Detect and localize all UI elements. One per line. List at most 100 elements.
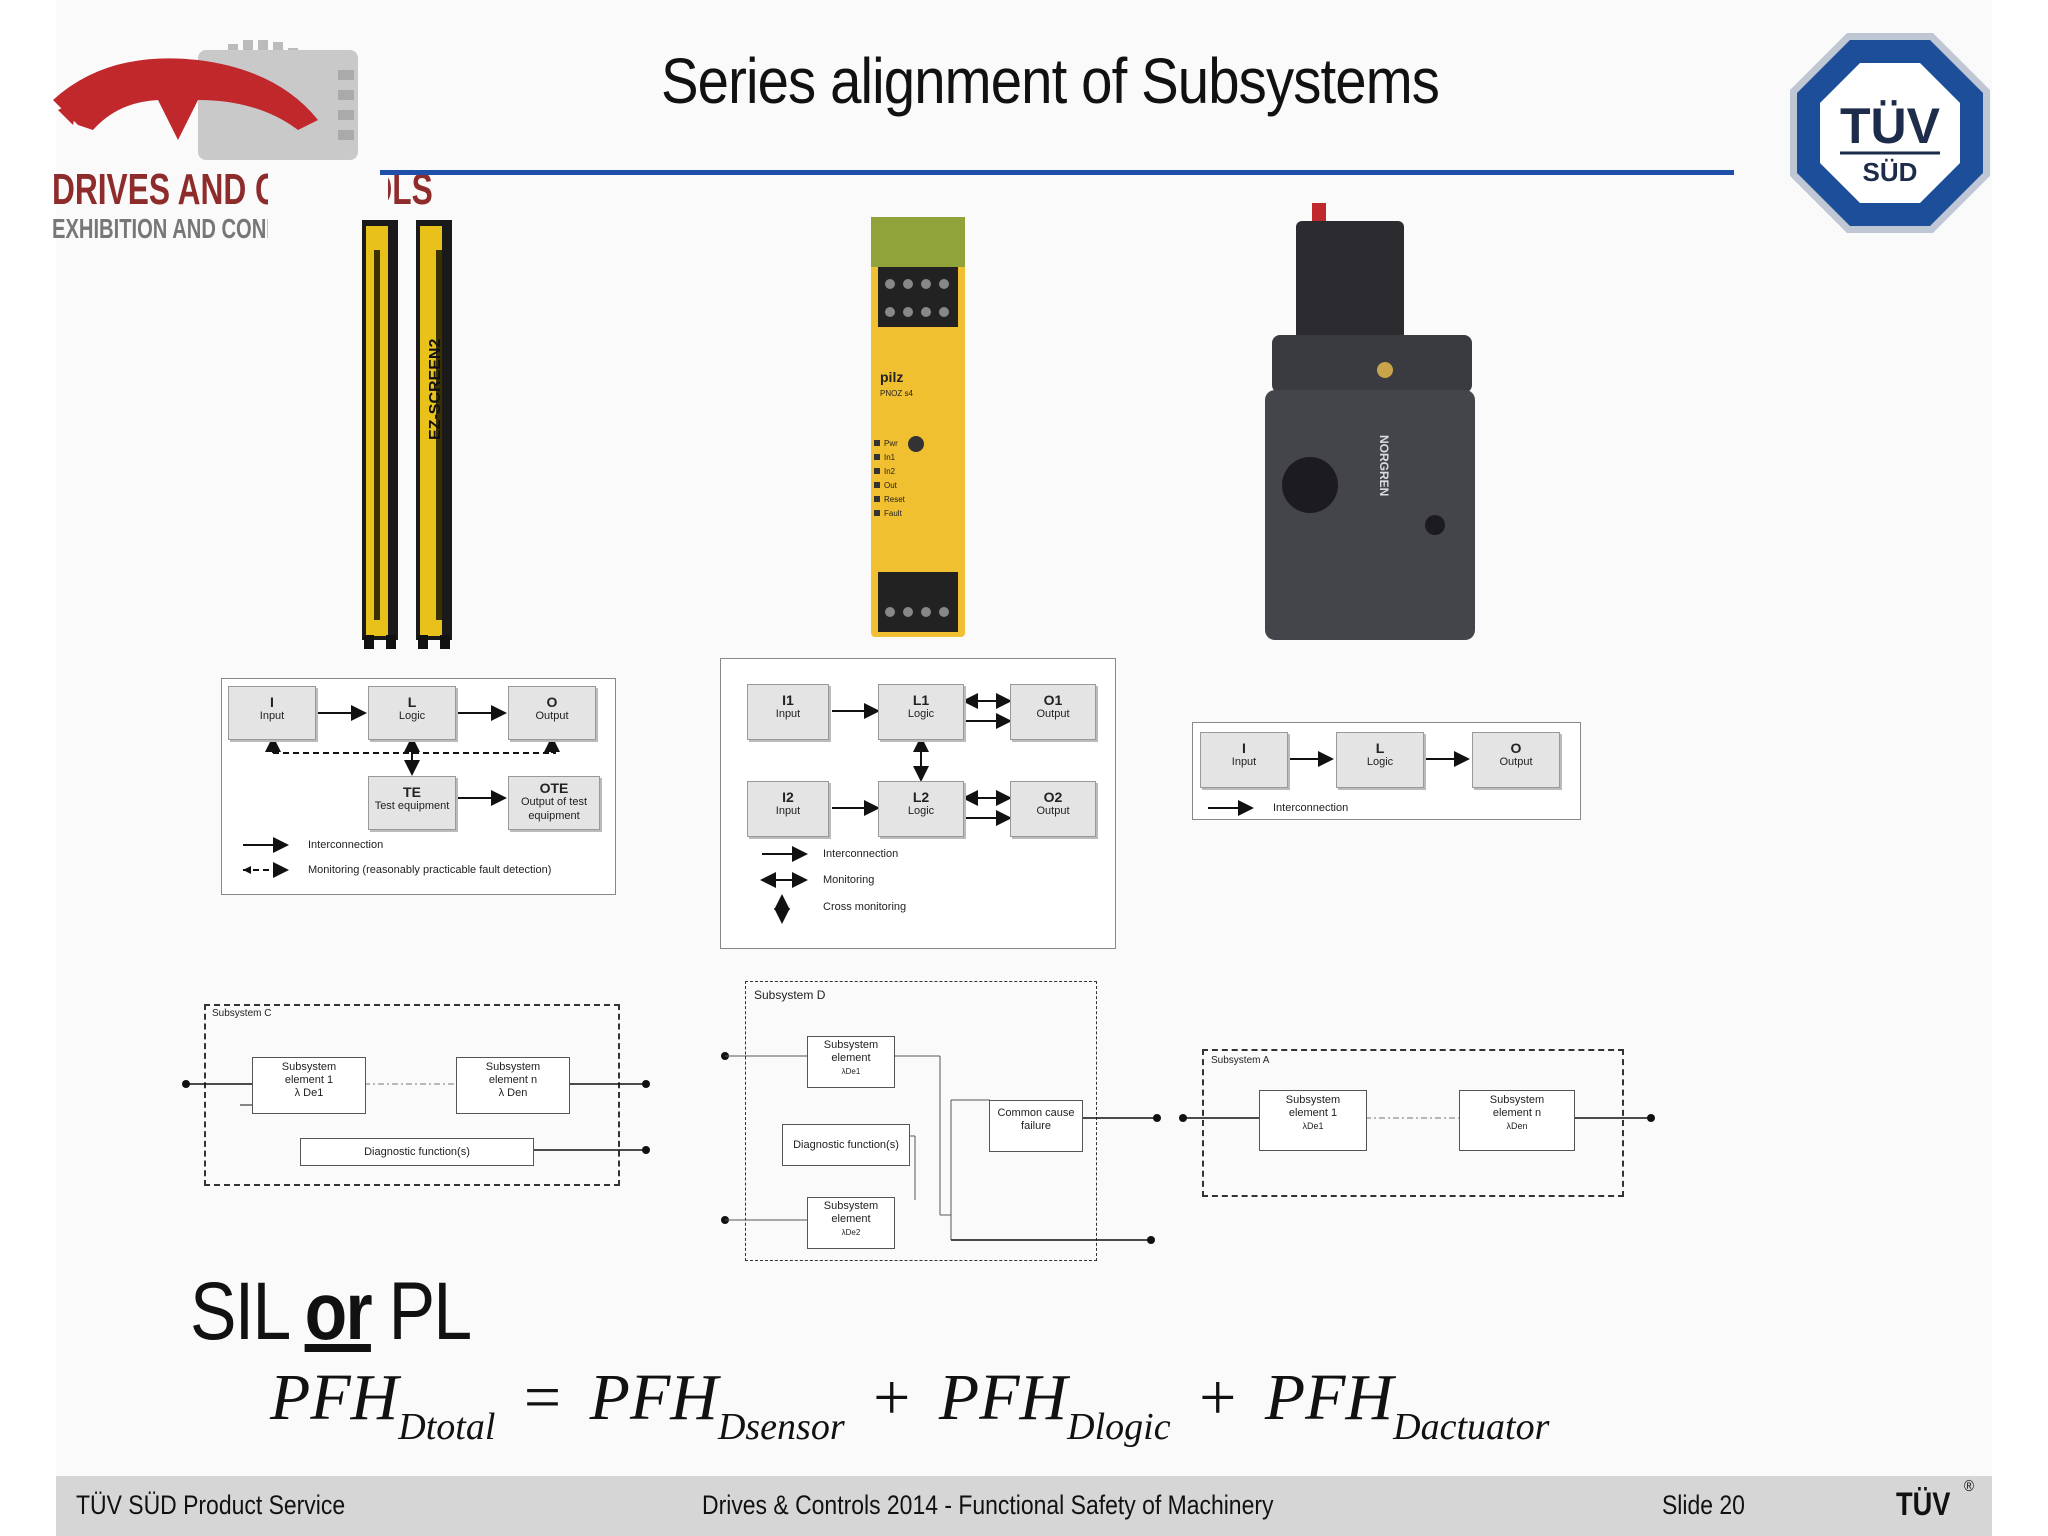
el-line: λDe1 (1302, 1121, 1324, 1131)
diag3-block-label: Logic (1366, 756, 1394, 768)
sil-text: SIL (190, 1266, 289, 1357)
or-text: or (304, 1266, 373, 1357)
valve-brand: NORGREN (1377, 435, 1391, 496)
diag2-block-id: O2 (1043, 789, 1063, 805)
relay-led-1: Pwr (884, 439, 898, 448)
diag3-block-label: Input (1231, 756, 1257, 768)
diag1-block-label: Output (535, 710, 569, 722)
diag1-block-id: TE (403, 784, 421, 800)
pl-text: PL (388, 1266, 473, 1357)
relay-led-6: Fault (884, 509, 903, 518)
el-line: failure (1021, 1120, 1051, 1132)
formula-sub-sensor: Dsensor (717, 1406, 845, 1448)
formula-term: PFH (270, 1361, 399, 1434)
diag2-block-label: Output (1036, 708, 1070, 720)
diag2-legend-monitoring: Monitoring (823, 874, 875, 886)
el-line: λDe1 (841, 1067, 861, 1076)
el-line: element (831, 1052, 871, 1064)
diag2-block-id: L1 (912, 692, 930, 708)
el-line: element n (1492, 1107, 1542, 1119)
subsystem-a-title: Subsystem A (1211, 1055, 1270, 1066)
subsystem-c-diagnostic-function: Diagnostic function(s) (300, 1138, 534, 1166)
el-line: Subsystem (823, 1200, 879, 1212)
el-line: Subsystem (281, 1061, 337, 1073)
formula-sub-logic: Dlogic (1067, 1406, 1171, 1448)
footer-tuv-logo: TÜV (1896, 1486, 1951, 1522)
registered-mark: ® (1964, 1478, 1975, 1495)
diag1-block-label: Test equipment (374, 800, 450, 812)
diag3-block-label: Output (1499, 756, 1533, 768)
subsystem-c-box (204, 1004, 620, 1186)
el-line: Subsystem (1489, 1094, 1545, 1106)
title-underline (380, 170, 1734, 175)
formula-equals: = (523, 1361, 562, 1434)
diag2-block-id: I1 (782, 692, 794, 708)
relay-brand: pilz (880, 369, 903, 385)
slide-title: Series alignment of Subsystems (660, 45, 1440, 117)
footer-left-text: TÜV SÜD Product Service (76, 1490, 346, 1520)
diag1-block-label: Output of test equipment (520, 796, 588, 822)
diag3-block-id: I (1242, 740, 1246, 756)
diag2-block-id: L2 (912, 789, 930, 805)
diag2-block-label: Output (1036, 805, 1070, 817)
diag1-block-id: OTE (539, 780, 569, 796)
footer-slide-number: Slide 20 (1662, 1490, 1745, 1520)
el-line: λDe2 (841, 1228, 861, 1237)
diag2-block-label: Input (775, 805, 801, 817)
formula-term: PFH (589, 1361, 718, 1434)
diag2-legend-interconnection: Interconnection (823, 848, 899, 860)
el-line: Subsystem (1285, 1094, 1341, 1106)
pneumatic-valve-image: NORGREN (1265, 203, 1475, 640)
diag3-block-id: O (1510, 740, 1522, 756)
tuv-logo-text: TÜV (1840, 98, 1941, 154)
tuv-sud-logo: TÜV SÜD (1790, 33, 1990, 233)
relay-led-4: Out (884, 481, 898, 490)
formula-plus: + (873, 1361, 911, 1434)
el-line: element 1 (284, 1074, 334, 1086)
diag1-block-label: Logic (398, 710, 426, 722)
sud-logo-text: SÜD (1863, 157, 1918, 187)
subsystem-d-title: Subsystem D (754, 988, 826, 1002)
diag2-block-label: Input (775, 708, 801, 720)
subsystem-a-box (1202, 1049, 1624, 1197)
el-line: Subsystem (485, 1061, 541, 1073)
diag1-block-id: O (546, 694, 558, 710)
subsystem-d-box (745, 981, 1097, 1261)
diag2-block-label: Logic (907, 805, 935, 817)
diag2-legend-cross-monitoring: Cross monitoring (823, 901, 907, 913)
footer-bar: TÜV SÜD Product Service Drives & Control… (56, 1476, 1992, 1536)
drives-and-controls-logo (53, 40, 358, 160)
subsystem-d-diagnostic-function: Diagnostic function(s) (782, 1124, 910, 1166)
diag1-legend-interconnection: Interconnection (308, 839, 384, 851)
subsystem-c-title: Subsystem C (212, 1008, 272, 1019)
diagram-2-connectors (760, 693, 1012, 924)
relay-model: PNOZ s4 (880, 389, 913, 398)
formula-sub-total: Dtotal (398, 1406, 496, 1448)
el-line: λ De1 (294, 1087, 324, 1099)
safety-relay-image: pilz PNOZ s4 Pwr In1 In2 Out Reset Fault (871, 217, 965, 637)
relay-led-5: Reset (884, 495, 906, 504)
sil-or-pl-heading: SIL or PL (190, 1265, 473, 1359)
el-line: λDen (1506, 1121, 1528, 1131)
diag1-legend-monitoring: Monitoring (reasonably practicable fault… (308, 864, 552, 876)
diag1-block-id: L (407, 694, 417, 710)
diag1-block-label: Input (259, 710, 285, 722)
subsystem-d-lines (721, 1052, 1161, 1244)
formula-sub-actuator: Dactuator (1393, 1406, 1550, 1448)
relay-led-3: In2 (884, 467, 896, 476)
pfh-formula: PFHDtotal = PFHDsensor + PFHDlogic + PFH… (270, 1360, 1549, 1449)
